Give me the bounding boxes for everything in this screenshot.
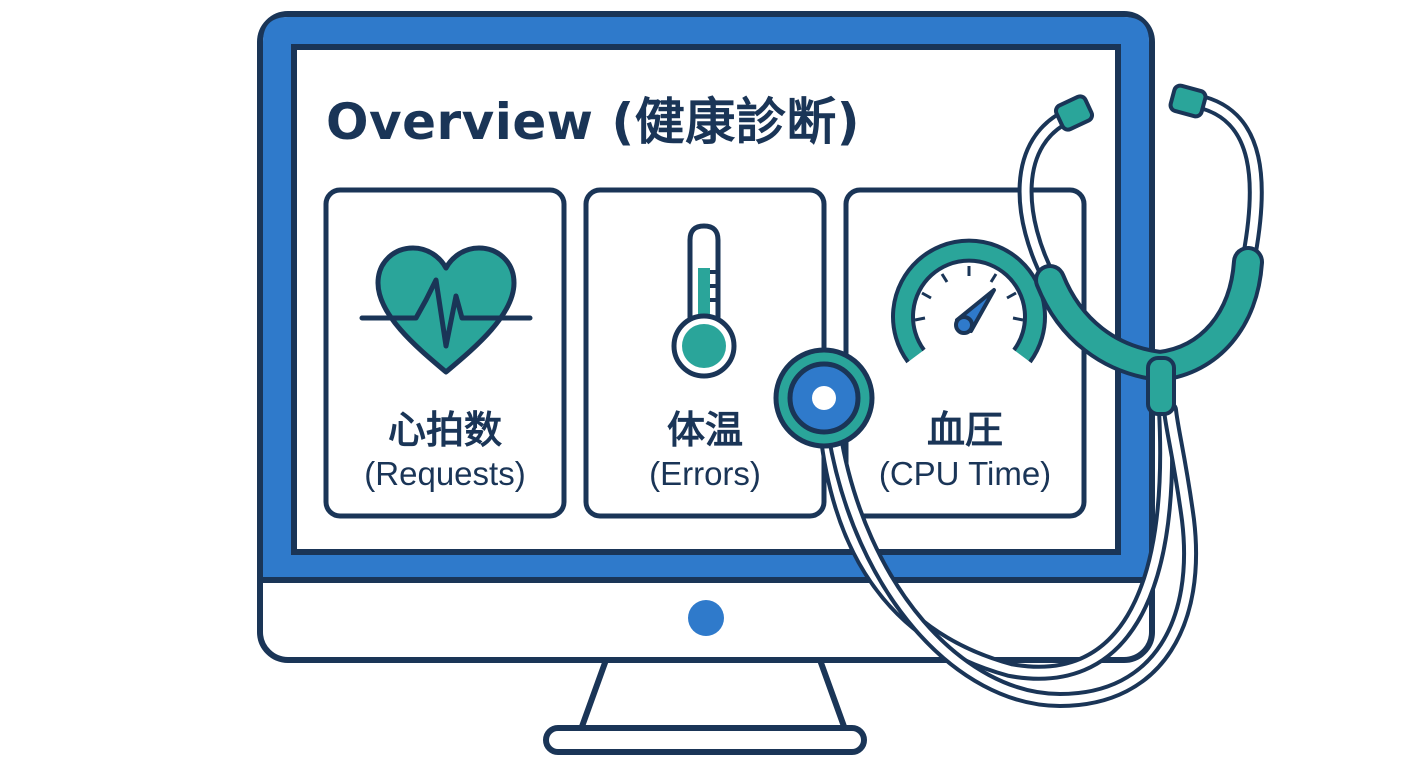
card-errors-subtitle: (Errors) (649, 455, 761, 492)
gauge-icon (891, 238, 1047, 364)
power-button-icon (688, 600, 724, 636)
card-requests-subtitle: (Requests) (364, 455, 526, 492)
card-requests-title: 心拍数 (387, 408, 502, 452)
stethoscope-icon (773, 83, 1264, 709)
card-errors-title: 体温 (666, 408, 743, 452)
heart-pulse-icon (359, 245, 533, 375)
page-title: Overview (健康診断) (326, 93, 861, 151)
thermometer-icon (671, 223, 737, 379)
card-cpu-time-title: 血圧 (926, 408, 1003, 452)
card-cpu-time-subtitle: (CPU Time) (878, 455, 1052, 492)
monitor-stand (543, 657, 867, 755)
